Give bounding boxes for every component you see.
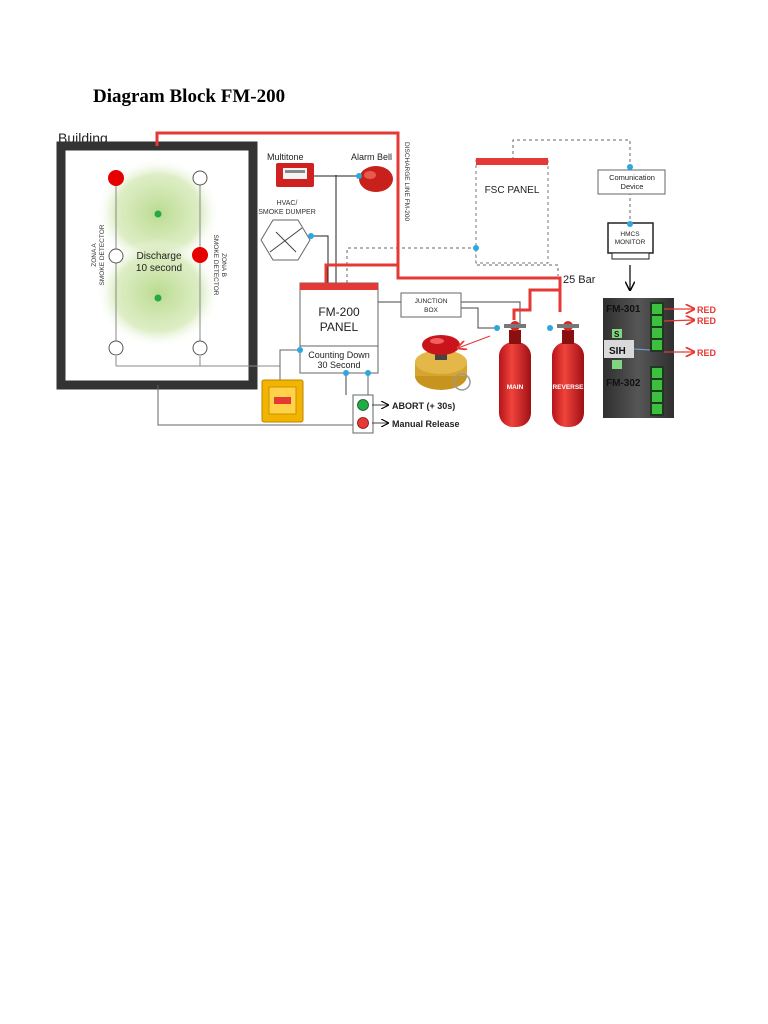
smoke-detector-b3 xyxy=(192,340,208,356)
reverse-cylinder xyxy=(552,321,584,427)
zone-b-label: ZONA B xyxy=(220,253,227,277)
discharge-time-label: 10 second xyxy=(136,263,182,274)
hvac-sublabel: SMOKE DUMPER xyxy=(258,209,316,216)
countdown-sublabel: 30 Second xyxy=(317,360,360,370)
manual-release-button xyxy=(357,417,369,429)
abort-button xyxy=(357,399,369,411)
discharge-pipe xyxy=(155,131,562,312)
fsc-connector xyxy=(473,245,479,251)
zone-a-label: ZONA A xyxy=(91,243,98,267)
manual-release-label: Manual Release xyxy=(392,419,460,429)
fsc-comm-dashed-wire xyxy=(512,139,631,167)
hmcs-monitor-label: HMCS xyxy=(620,231,640,238)
red-output-label-1: RED xyxy=(697,305,717,315)
smoke-detector-b1 xyxy=(192,170,208,186)
red-output-label-3: RED xyxy=(697,348,717,358)
hvac-label: HVAC/ xyxy=(277,200,298,207)
fm200-panel-label: FM-200 xyxy=(318,305,360,319)
main-valve-connector xyxy=(494,325,500,331)
alarm-bell-connector xyxy=(356,173,362,179)
fm200-panel-sublabel: PANEL xyxy=(320,320,359,334)
switch-panel-s-label: S xyxy=(614,330,620,339)
junction-to-main-wire xyxy=(461,307,497,329)
countdown-label: Counting Down xyxy=(308,350,370,360)
smoke-detector-a3 xyxy=(108,340,124,356)
communication-device-sublabel: Device xyxy=(621,182,644,191)
zone-a-sublabel: SMOKE DETECTOR xyxy=(99,224,106,285)
zone-b-sublabel: SMOKE DETECTOR xyxy=(212,235,219,296)
switch-panel-sih-label: SIH xyxy=(609,346,626,357)
communication-connector xyxy=(627,164,633,170)
smoke-detector-b2-active xyxy=(192,247,208,263)
alarm-bell-label: Alarm Bell xyxy=(351,152,392,162)
hmcs-connector xyxy=(627,221,633,227)
red-arrow-2 xyxy=(663,320,694,321)
hvac-wire xyxy=(311,235,329,283)
discharge-nozzle-top xyxy=(154,210,162,218)
abort-label: ABORT (+ 30s) xyxy=(392,401,455,411)
smoke-damper-icon xyxy=(260,219,311,261)
switch-panel-bottom-label: FM-302 xyxy=(606,378,641,389)
discharge-label: Discharge xyxy=(136,251,181,262)
multitone-label: Multitone xyxy=(267,152,304,162)
fsc-panel xyxy=(475,158,549,264)
panel-connector-bottom-a xyxy=(343,370,349,376)
main-cylinder xyxy=(499,321,531,427)
emergency-stop-arrow xyxy=(458,335,491,348)
emergency-stop-button-icon xyxy=(415,335,471,391)
hmcs-monitor-icon xyxy=(607,222,654,260)
multitone-icon xyxy=(276,163,314,187)
red-output-label-2: RED xyxy=(697,316,717,326)
fsc-dashed-wire xyxy=(346,247,476,283)
discharge-line-label: DISCHARGE LINE FM-200 xyxy=(403,142,410,221)
junction-box xyxy=(400,292,462,318)
fm-switch-panel xyxy=(603,298,674,418)
reverse-valve-connector xyxy=(547,325,553,331)
panel-connector-bottom-b xyxy=(365,370,371,376)
discharge-pipe-main-branch xyxy=(512,288,560,320)
hmcs-monitor-sublabel: MONITOR xyxy=(615,239,646,246)
page-title: Diagram Block FM-200 xyxy=(93,86,286,107)
communication-device-box xyxy=(597,169,666,195)
smoke-detector-a2 xyxy=(108,248,124,264)
fsc-panel-label: FSC PANEL xyxy=(485,185,540,196)
communication-device-label: Comunication xyxy=(609,173,655,182)
junction-to-cylinders-wire xyxy=(461,301,521,328)
panel-connector-left xyxy=(297,347,303,353)
detection-zone-glow-bottom xyxy=(96,238,220,348)
junction-box-sublabel: BOX xyxy=(424,307,438,314)
discharge-pipe-to-panel xyxy=(324,263,398,283)
reverse-cylinder-label: REVERSE xyxy=(552,384,584,391)
junction-box-label: JUNCTION xyxy=(415,298,448,305)
discharge-nozzle-bottom xyxy=(154,294,162,302)
main-cylinder-label: MAIN xyxy=(507,384,524,391)
switch-panel-top-label: FM-301 xyxy=(606,304,641,315)
pressure-label: 25 Bar xyxy=(563,274,596,286)
manual-call-point-icon xyxy=(261,379,304,423)
alarm-bell-icon xyxy=(359,166,393,192)
smoke-detector-a1-active xyxy=(108,170,124,186)
fm200-panel xyxy=(299,282,379,374)
hvac-connector xyxy=(308,233,314,239)
